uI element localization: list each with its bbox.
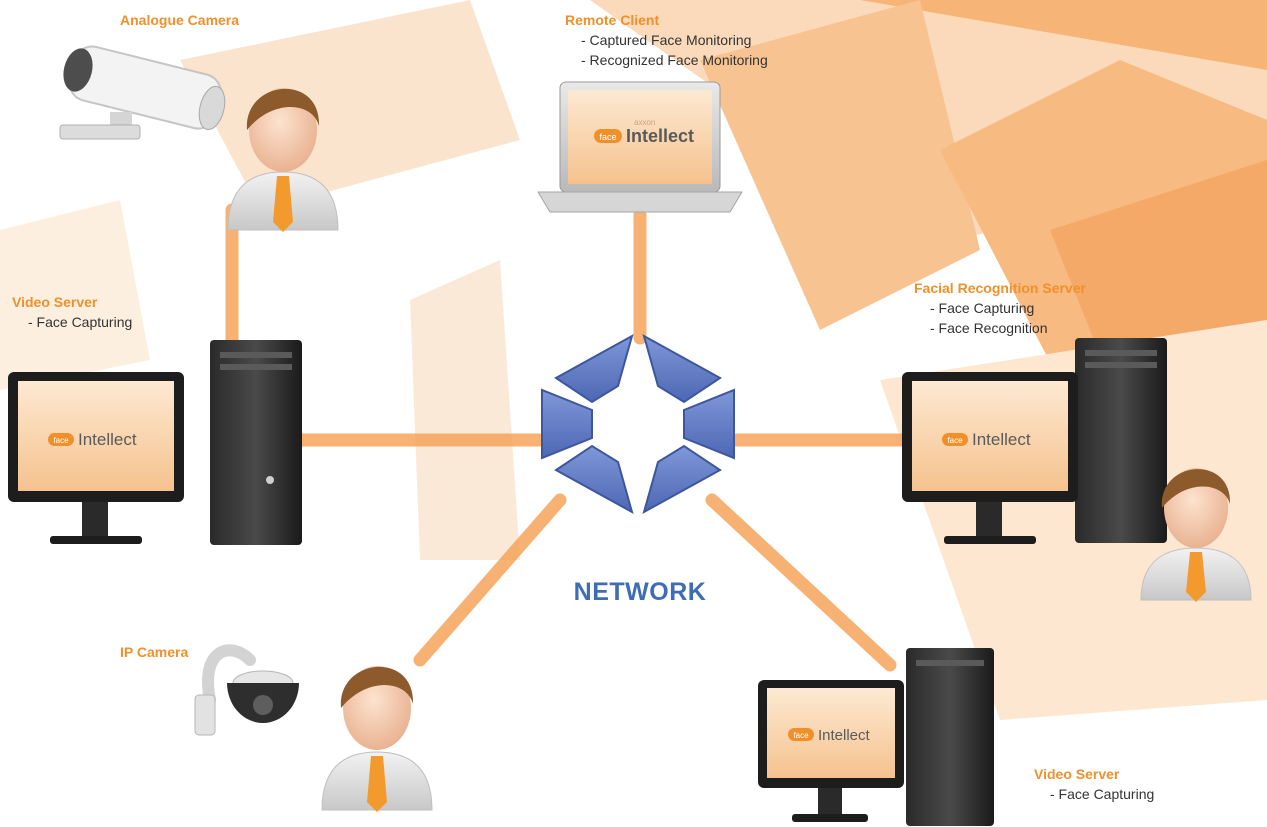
hub-segment-bottom-left	[554, 444, 634, 515]
person-icon-analogue	[227, 88, 339, 232]
laptop-screen-logo: face Intellect axxon	[594, 118, 694, 146]
laptop-icon: face Intellect axxon	[537, 81, 743, 213]
facial-recognition-server-label: Facial Recognition Server - Face Capturi…	[914, 278, 1086, 338]
background-facets	[0, 0, 1267, 720]
ip-camera-label: IP Camera	[120, 642, 188, 662]
node-title: Remote Client	[565, 12, 660, 28]
svg-text:Intellect: Intellect	[78, 430, 137, 449]
hub-segment-right	[683, 388, 735, 460]
svg-text:face: face	[53, 436, 69, 445]
connection-links	[225, 203, 909, 672]
monitor-logo-right: face Intellect	[942, 430, 1031, 449]
network-label: NETWORK	[573, 578, 707, 606]
video-server-left-label: Video Server - Face Capturing	[12, 292, 132, 332]
svg-text:face: face	[793, 731, 809, 740]
node-feature: - Face Recognition	[930, 320, 1048, 336]
workstation-icon-left: face Intellect	[8, 340, 302, 545]
svg-text:face: face	[947, 436, 963, 445]
link-video-server-bottom	[705, 493, 897, 672]
workstation-icon-right: face Intellect	[902, 338, 1167, 544]
node-feature: - Captured Face Monitoring	[581, 32, 752, 48]
person-icon-ip	[321, 666, 433, 812]
node-title: Analogue Camera	[120, 12, 240, 28]
hub-segment-top-right	[642, 333, 722, 404]
svg-text:Intellect: Intellect	[626, 126, 694, 146]
svg-text:face: face	[599, 132, 616, 142]
svg-text:Intellect: Intellect	[972, 430, 1031, 449]
monitor-logo-left: face Intellect	[48, 430, 137, 449]
hub-segment-left	[541, 388, 593, 460]
video-server-bottom-label: Video Server - Face Capturing	[1034, 764, 1154, 804]
network-hub-icon	[541, 333, 735, 515]
node-feature: - Face Capturing	[930, 300, 1035, 316]
workstation-icon-bottom: face Intellect	[758, 648, 994, 826]
link-ip-camera	[413, 493, 567, 667]
analogue-camera-icon	[59, 45, 226, 140]
node-feature: - Face Capturing	[1050, 786, 1155, 802]
monitor-logo-bottom: face Intellect	[788, 727, 871, 744]
node-feature: - Face Capturing	[28, 314, 133, 330]
svg-text:Intellect: Intellect	[818, 727, 871, 744]
analogue-camera-label: Analogue Camera	[120, 10, 239, 30]
node-title: IP Camera	[120, 644, 189, 660]
hub-segment-bottom-right	[642, 444, 722, 515]
ip-camera-icon	[194, 644, 299, 736]
remote-client-label: Remote Client - Captured Face Monitoring…	[565, 10, 768, 70]
node-title: Video Server	[12, 294, 98, 310]
node-title: Video Server	[1034, 766, 1120, 782]
node-feature: - Recognized Face Monitoring	[581, 52, 768, 68]
person-icon-recognition	[1140, 468, 1252, 602]
svg-text:axxon: axxon	[634, 118, 655, 127]
hub-segment-top-left	[554, 333, 634, 404]
node-title: Facial Recognition Server	[914, 280, 1086, 296]
